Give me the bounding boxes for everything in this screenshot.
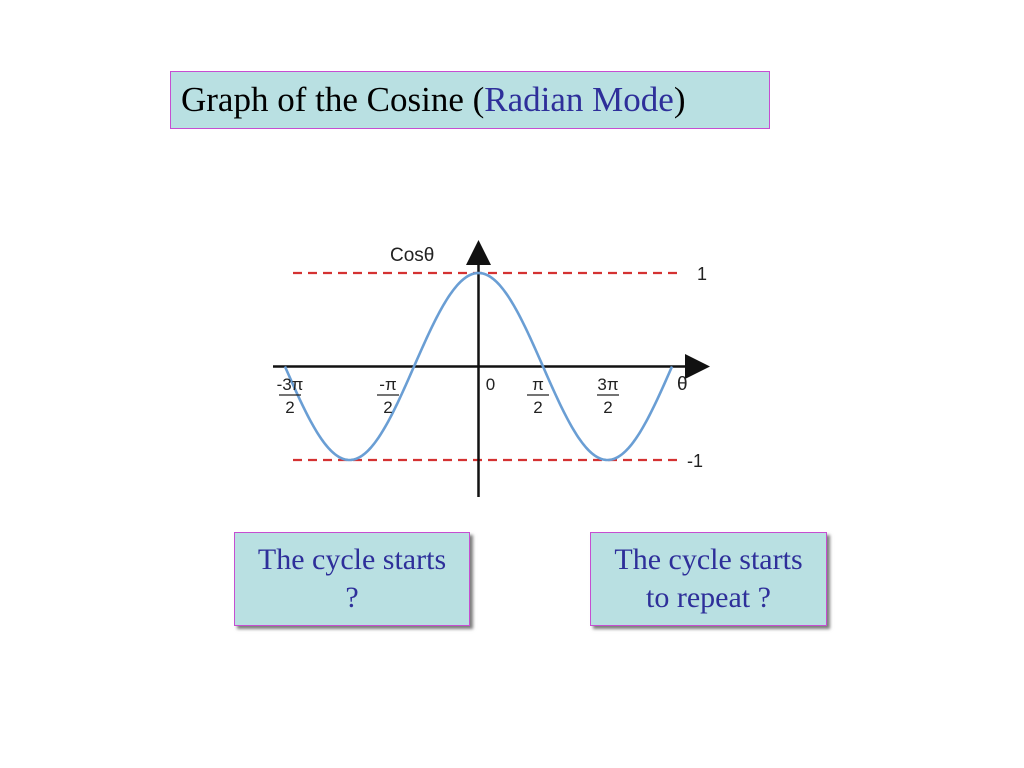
tick-numerator-0: -3π — [277, 375, 304, 394]
bound-label-1: -1 — [687, 451, 703, 471]
cosine-curve — [283, 271, 674, 462]
title-accent: Radian Mode — [484, 80, 674, 119]
note-right-line1: The cycle starts — [614, 543, 803, 576]
tick-numerator-3: π — [532, 375, 544, 394]
x-axis-label: θ — [677, 374, 688, 395]
tick-denominator-0: 2 — [285, 398, 294, 417]
note-cycle-starts: The cycle starts ? — [234, 532, 470, 626]
tick-denominator-4: 2 — [603, 398, 612, 417]
note-right-line2: to repeat ? — [646, 581, 771, 614]
tick-numerator-1: -π — [379, 375, 396, 394]
tick-denominator-3: 2 — [533, 398, 542, 417]
note-left-line2: ? — [345, 581, 359, 614]
tick-numerator-4: 3π — [597, 375, 618, 394]
tick-label-2: 0 — [486, 375, 495, 394]
bound-label-0: 1 — [697, 264, 707, 284]
tick-denominator-1: 2 — [383, 398, 392, 417]
title-suffix: ) — [673, 80, 686, 119]
title-prefix: Graph of the Cosine ( — [181, 80, 485, 119]
slide-title: Graph of the Cosine (Radian Mode) — [170, 71, 770, 129]
y-axis-label: Cosθ — [390, 245, 434, 266]
note-left-line1: The cycle starts — [257, 543, 447, 576]
note-cycle-repeats: The cycle starts to repeat ? — [590, 532, 827, 626]
